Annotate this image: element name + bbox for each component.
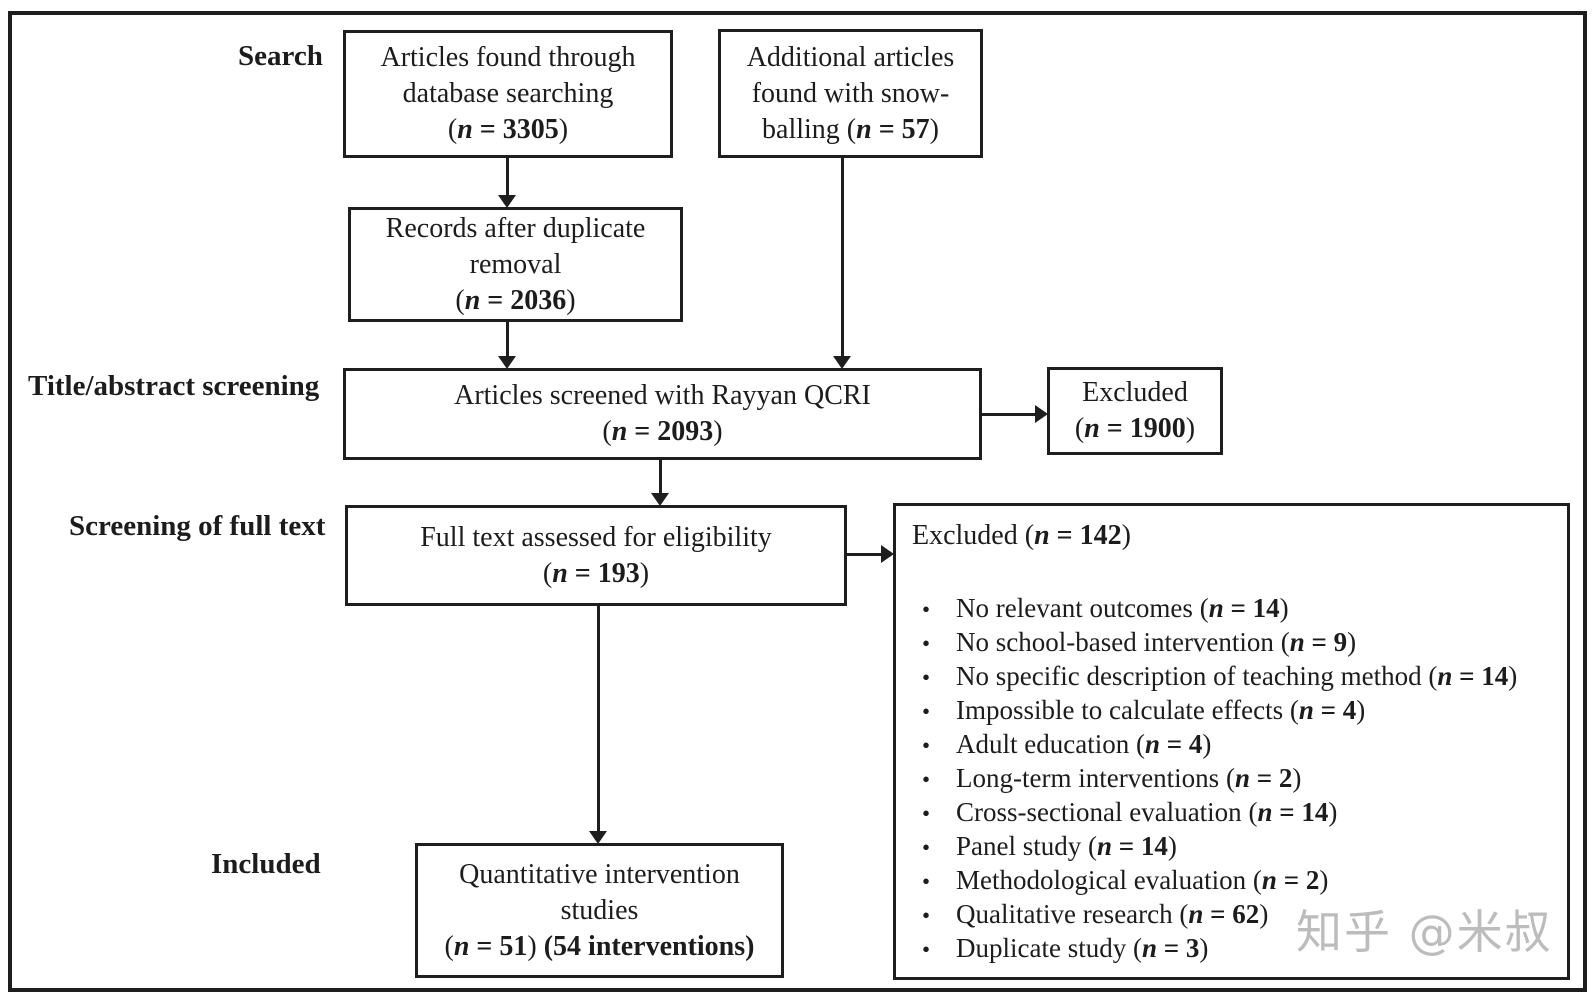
stage-label-title-abstract-screening: Title/abstract screening [28, 370, 320, 402]
exclusion-reason-item: • No specific description of teaching met… [912, 660, 1557, 694]
stage-label-included: Included [211, 848, 321, 880]
arrow-fulltext-to-excluded-line [847, 553, 882, 556]
arrow-snowballing-to-screened-head [833, 356, 851, 369]
bullet-icon: • [922, 869, 931, 894]
box-count-line: (n = 3305) [447, 114, 569, 145]
exclusion-reason-text: No school-based intervention (n = 9) [956, 627, 1357, 657]
exclusion-reason-text: Adult education (n = 4) [956, 729, 1212, 759]
exclusion-reason-text: Long-term interventions (n = 2) [956, 763, 1302, 793]
box-count-line: (n = 51) (54 interventions) [444, 930, 755, 962]
box-excluded-screening: Excluded (n = 1900) [1047, 367, 1223, 455]
box-text-line: Records after duplicate [385, 212, 646, 244]
box-text-line: Full text assessed for eligibility [420, 521, 772, 553]
exclusion-reason-item: • Duplicate study (n = 3) [912, 932, 1557, 966]
box-text-line: database searching [402, 78, 614, 109]
arrow-snowballing-to-screened-line [841, 158, 844, 356]
exclusion-reason-text: No relevant outcomes (n = 14) [956, 593, 1289, 623]
arrow-screened-to-fulltext-head [651, 493, 669, 506]
exclusion-reason-item: • Impossible to calculate effects (n = 4) [912, 694, 1557, 728]
bullet-icon: • [922, 903, 931, 928]
box-suffix: (54 interventions) [543, 930, 755, 962]
arrow-fulltext-to-excluded-head [881, 545, 894, 563]
box-count-line: (n = 2036) [455, 284, 576, 316]
exclusion-reason-item: • Cross-sectional evaluation (n = 14) [912, 796, 1557, 830]
stage-label-screening-of-full-text: Screening of full text [69, 510, 326, 542]
box-text-line: found with snow- [751, 77, 950, 109]
arrow-duplicates-to-screened-head [498, 356, 516, 369]
box-database-search: Articles found through database searching… [343, 30, 673, 158]
bullet-icon: • [922, 801, 931, 826]
exclusion-reasons-list: • No relevant outcomes (n = 14) • No school… [912, 592, 1557, 966]
arrow-database-to-duplicates-head [498, 195, 516, 208]
box-text-line: Additional articles [746, 41, 955, 73]
arrow-database-to-duplicates-line [506, 158, 509, 196]
exclusion-reason-text: No specific description of teaching meth… [956, 661, 1518, 691]
bullet-icon: • [922, 733, 931, 758]
exclusion-reason-text: Impossible to calculate effects (n = 4) [956, 695, 1366, 725]
exclusion-reason-text: Qualitative research (n = 62) [956, 899, 1269, 929]
excluded-full-text-header: Excluded (n = 142) [912, 518, 1557, 554]
bullet-icon: • [922, 597, 931, 622]
box-full-text-assessed: Full text assessed for eligibility (n = 1… [345, 505, 847, 606]
exclusion-reason-text: Panel study (n = 14) [956, 831, 1177, 861]
box-duplicate-removal: Records after duplicate removal (n = 2036) [348, 207, 683, 322]
box-count-line: (n = 1900) [1074, 413, 1196, 444]
arrow-duplicates-to-screened-line [506, 322, 509, 357]
exclusion-reason-item: • Methodological evaluation (n = 2) [912, 864, 1557, 898]
box-count-line: (n = 2093) [602, 416, 723, 447]
box-text-line: Excluded [1082, 377, 1188, 408]
box-text-line: Excluded (n = 142) [912, 520, 1131, 551]
box-count-line: (n = 193) [542, 557, 650, 589]
bullet-icon: • [922, 937, 931, 962]
exclusion-reason-item: • Long-term interventions (n = 2) [912, 762, 1557, 796]
stage-label-search: Search [238, 40, 323, 72]
diagram-frame [8, 11, 1587, 992]
box-text-line: studies [560, 894, 639, 926]
box-snowballing: Additional articles found with snow-balli… [718, 29, 983, 158]
box-excluded-full-text: Excluded (n = 142) • No relevant outcomes… [893, 503, 1570, 980]
bullet-icon: • [922, 665, 931, 690]
arrow-screened-to-excluded-head [1035, 405, 1048, 423]
exclusion-reason-item: • Panel study (n = 14) [912, 830, 1557, 864]
exclusion-reason-item: • Qualitative research (n = 62) [912, 898, 1557, 932]
bullet-icon: • [922, 699, 931, 724]
bullet-icon: • [922, 767, 931, 792]
box-text-line: Articles screened with Rayyan QCRI [454, 380, 871, 411]
exclusion-reason-item: • No school-based intervention (n = 9) [912, 626, 1557, 660]
arrow-fulltext-to-included-head [589, 831, 607, 844]
box-text-line: removal [469, 248, 562, 280]
exclusion-reason-text: Cross-sectional evaluation (n = 14) [956, 797, 1338, 827]
box-text-line: balling (n = 57) [762, 113, 939, 145]
arrow-screened-to-excluded-line [982, 413, 1036, 416]
exclusion-reason-text: Duplicate study (n = 3) [956, 933, 1209, 963]
box-text-line: Quantitative intervention [459, 858, 740, 890]
box-included-studies: Quantitative intervention studies (n = 51)… [415, 843, 784, 978]
exclusion-reason-item: • No relevant outcomes (n = 14) [912, 592, 1557, 626]
box-screened-rayyan: Articles screened with Rayyan QCRI (n = 2… [343, 368, 982, 460]
exclusion-reason-text: Methodological evaluation (n = 2) [956, 865, 1329, 895]
bullet-icon: • [922, 835, 931, 860]
arrow-screened-to-fulltext-line [659, 460, 662, 494]
bullet-icon: • [922, 631, 931, 656]
watermark-zhihu: 知乎 @米叔 [1296, 905, 1553, 959]
exclusion-reason-item: • Adult education (n = 4) [912, 728, 1557, 762]
arrow-fulltext-to-included-line [597, 606, 600, 832]
box-text-line: Articles found through [380, 42, 636, 73]
